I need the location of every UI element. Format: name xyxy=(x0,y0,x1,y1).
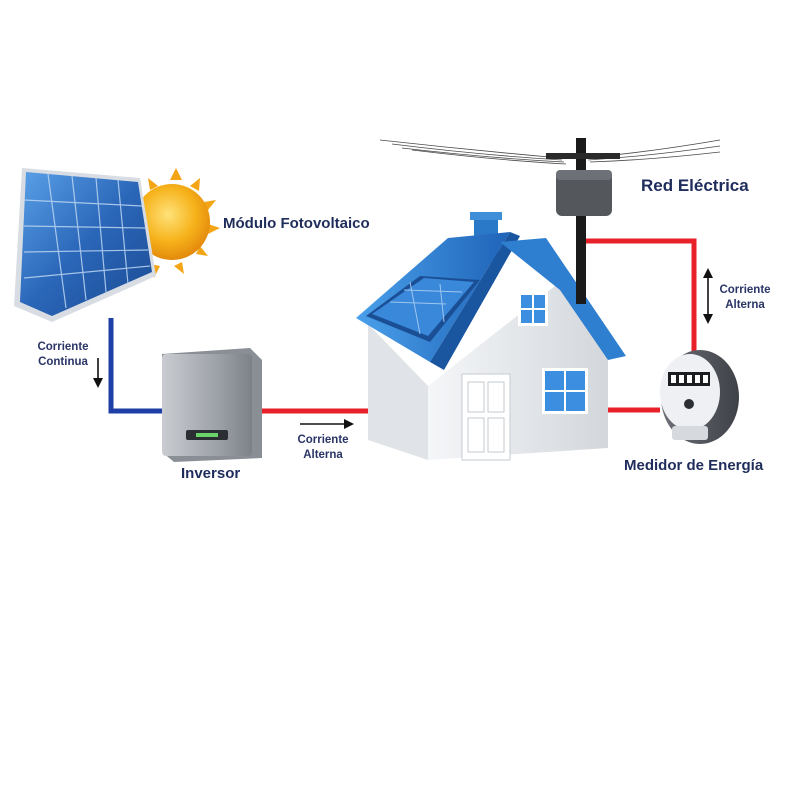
ac-current-left-line2: Alterna xyxy=(303,449,343,461)
module-label: Módulo Fotovoltaico xyxy=(223,215,370,232)
ac-wire-grid-meter xyxy=(582,238,697,358)
inverter-label: Inversor xyxy=(181,465,241,482)
inverter-icon xyxy=(162,348,262,462)
meter-label: Medidor de Energía xyxy=(624,457,764,474)
dc-down-arrow xyxy=(93,358,103,388)
dc-current-line1: Corriente xyxy=(37,341,89,353)
grid-label: Red Eléctrica xyxy=(641,176,749,195)
energy-meter-icon xyxy=(660,350,739,444)
dc-current-label: Corriente Continua xyxy=(33,340,93,370)
utility-pole-icon xyxy=(379,138,721,304)
ac-current-left-line1: Corriente xyxy=(297,434,349,446)
dc-wire xyxy=(108,318,168,414)
dc-current-line2: Continua xyxy=(38,356,88,368)
ac-current-right-line1: Corriente xyxy=(719,284,771,296)
ac-right-arrow xyxy=(300,419,354,429)
ac-bidirectional-arrow xyxy=(703,268,713,324)
ac-current-right-line2: Alterna xyxy=(725,299,765,311)
ac-current-label-left: Corriente Alterna xyxy=(290,433,356,463)
solar-panel-icon xyxy=(14,168,156,322)
house-icon xyxy=(356,212,626,461)
ac-current-label-right: Corriente Alterna xyxy=(714,283,776,313)
